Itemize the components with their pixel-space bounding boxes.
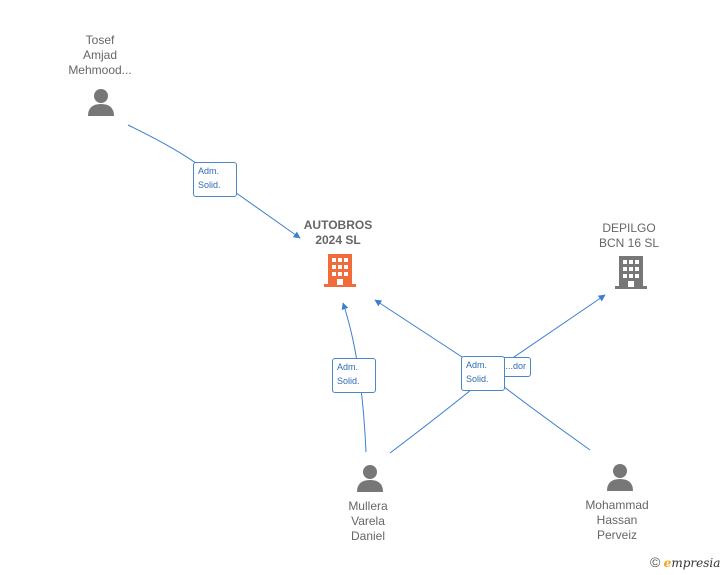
- node-label-autobros[interactable]: AUTOBROS 2024 SL: [303, 218, 373, 247]
- building-icon[interactable]: [324, 254, 356, 287]
- edge-label-mohammad-autobros: Adm. Solid.: [461, 356, 505, 391]
- node-label-tosef[interactable]: Tosef Amjad Mehmood...: [68, 33, 132, 77]
- brand-logo: empresia: [663, 556, 721, 570]
- brand-footer: © empresia: [650, 554, 720, 570]
- person-icon[interactable]: [607, 464, 633, 491]
- node-label-depilgo[interactable]: DEPILGO BCN 16 SL: [598, 221, 660, 250]
- node-label-mohammad[interactable]: Mohammad Hassan Perveiz: [585, 498, 649, 542]
- edge-label-tosef-autobros: Adm. Solid.: [193, 162, 237, 197]
- copyright-icon: ©: [650, 554, 661, 570]
- person-icon[interactable]: [88, 89, 114, 116]
- node-label-mullera[interactable]: Mullera Varela Daniel: [348, 499, 388, 543]
- edge-label-mullera-autobros: Adm. Solid.: [332, 358, 376, 393]
- building-icon[interactable]: [615, 256, 647, 289]
- person-icon[interactable]: [357, 465, 383, 492]
